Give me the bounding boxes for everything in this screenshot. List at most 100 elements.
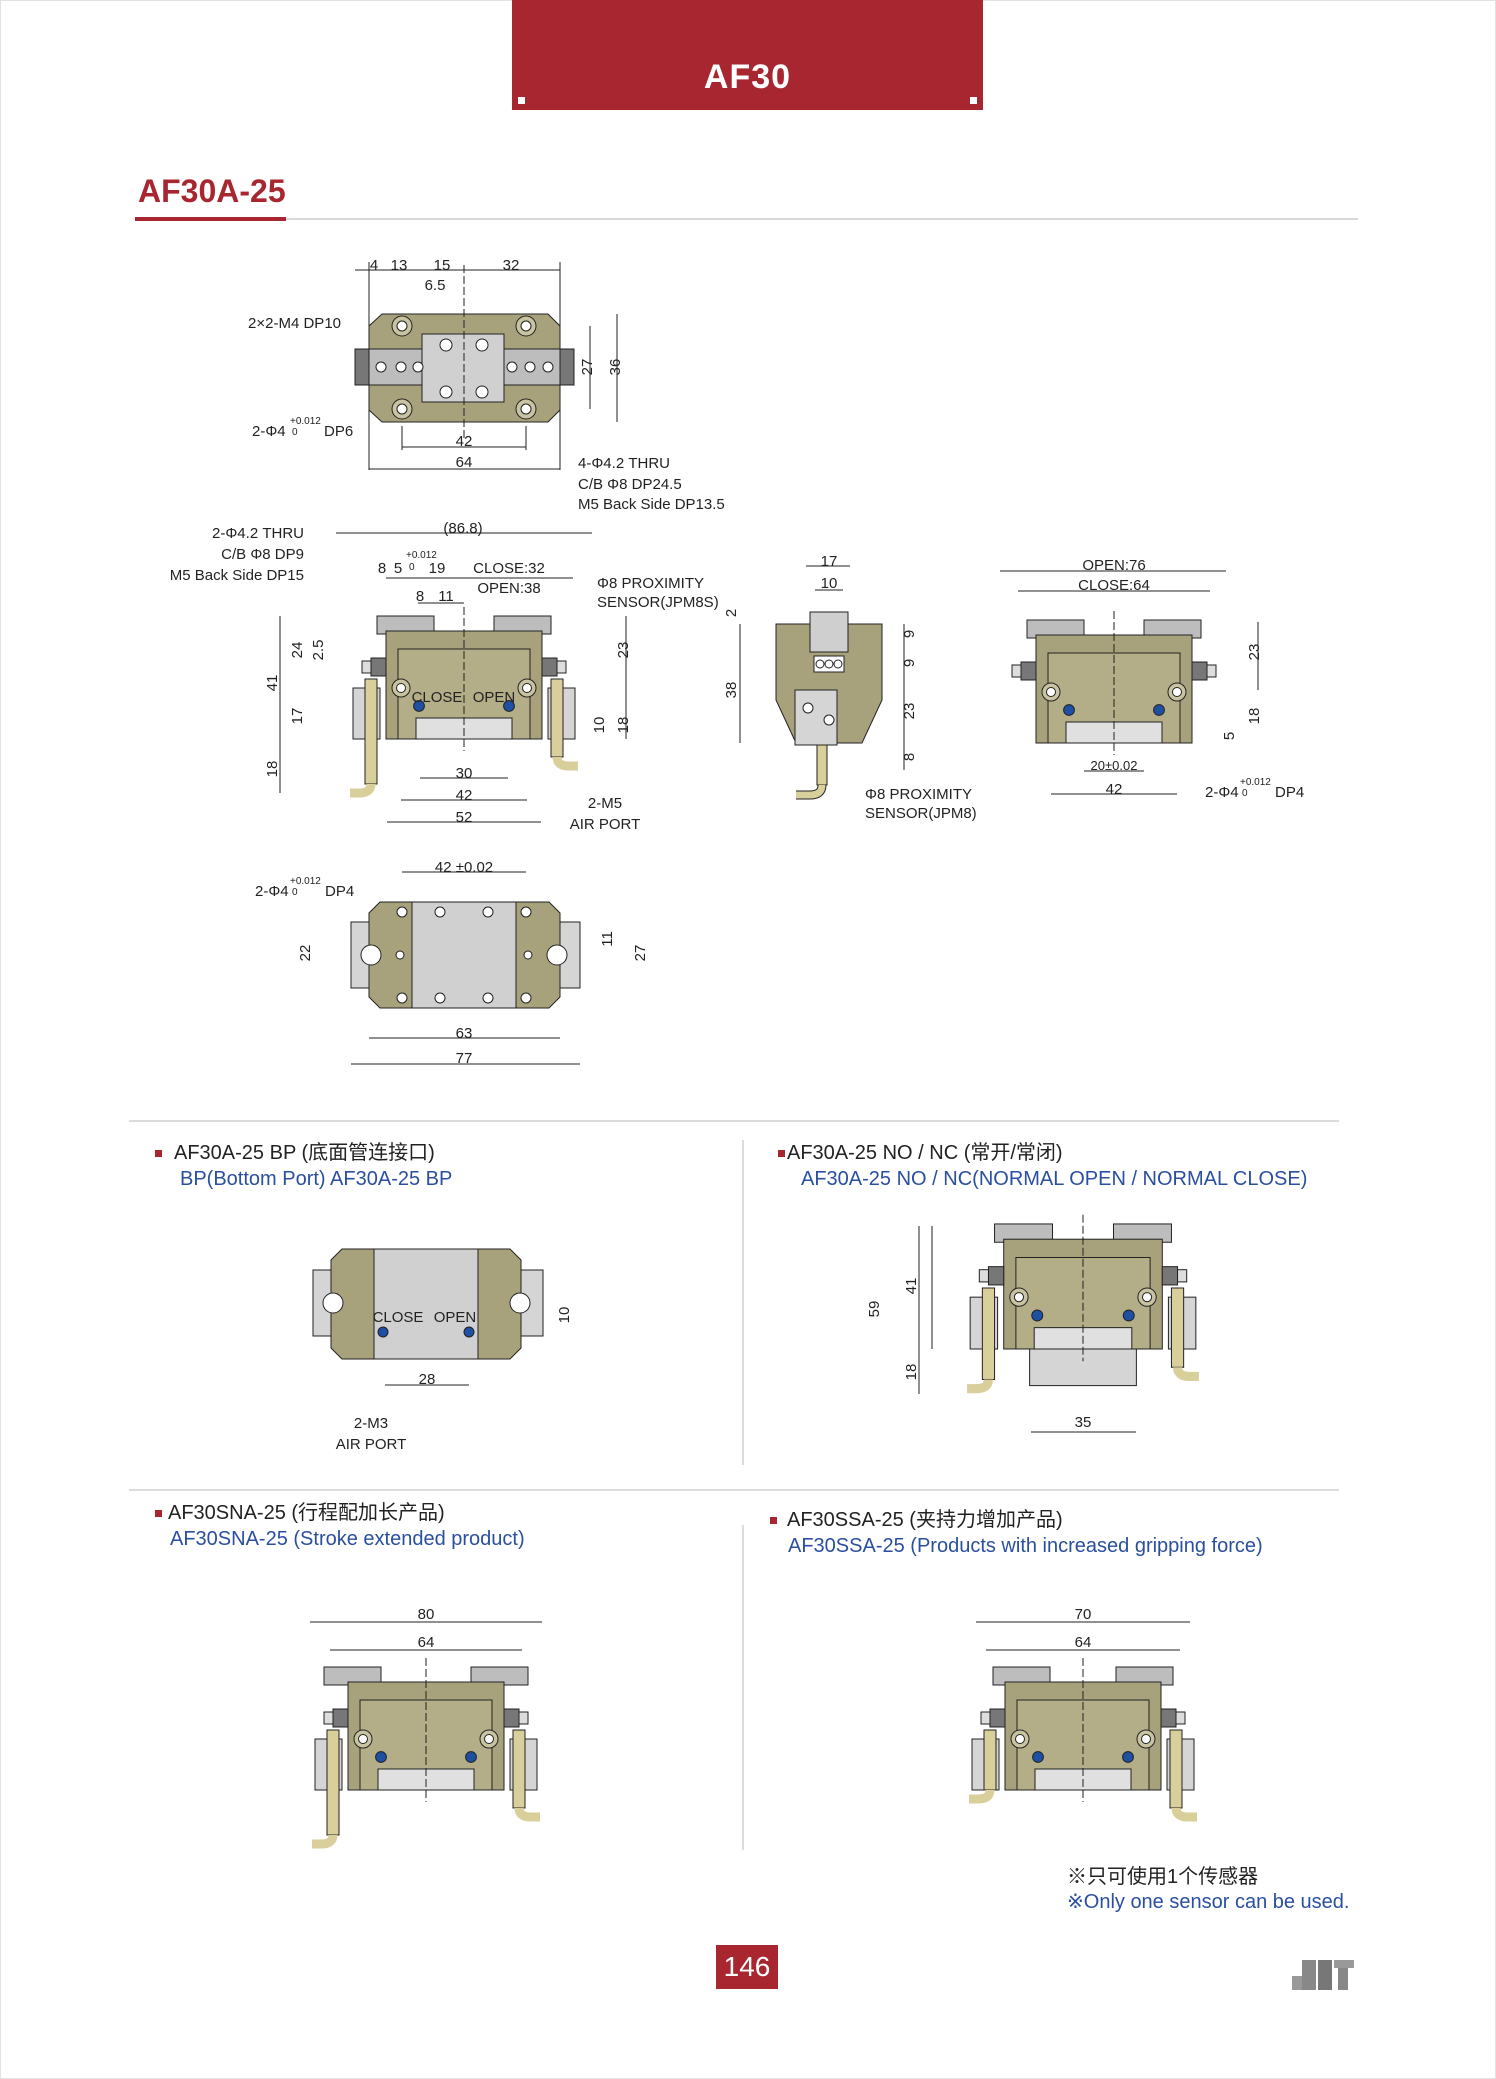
ssa-variant-drawing: 70 64 (969, 1606, 1197, 1822)
air-port (1063, 704, 1075, 716)
dim-label: 18 (615, 717, 632, 734)
brand-logo (1292, 1960, 1354, 1990)
bolt-head (323, 1711, 334, 1725)
callout-thru: M5 Back Side DP15 (170, 567, 304, 584)
mounting-hole-bore (396, 683, 406, 693)
sensor-cable-left (967, 1379, 994, 1394)
variant-heading-nonc: AF30A-25 NO / NC (常开/常闭) AF30A-25 NO / N… (778, 1140, 1307, 1192)
dim-label: 42 (1106, 781, 1123, 798)
sensor-cable-right (514, 1807, 540, 1822)
sensor-tube-left (981, 1287, 996, 1380)
dim-label: 9 (901, 659, 918, 667)
dim-label: (86.8) (443, 520, 482, 537)
dim-label: 42 (456, 787, 473, 804)
page-number: 146 (716, 1945, 778, 1989)
dim-label: 77 (456, 1050, 473, 1067)
bolt-head (361, 660, 372, 674)
dim-label: 23 (615, 642, 632, 659)
dim-label: 19 (429, 560, 446, 577)
callout-tolerance: +0.012 (1240, 777, 1271, 788)
dim-label: 18 (903, 1364, 920, 1381)
bolt-head (518, 1711, 529, 1725)
callout-tolerance: +0.012 (290, 876, 321, 887)
air-port-label: AIR PORT (336, 1436, 407, 1453)
callout-depth: DP4 (1275, 784, 1304, 801)
dim-label: 5 (1221, 732, 1238, 740)
mounting-hole-bore (484, 1734, 494, 1744)
dim-label: 17 (289, 708, 306, 725)
bolt-head (978, 1269, 989, 1283)
column-divider (742, 1525, 744, 1850)
air-port (1032, 1751, 1044, 1763)
header-title: AF30 (703, 58, 792, 96)
air-port-label: 2-M3 (354, 1415, 388, 1432)
dim-label: 28 (419, 1371, 436, 1388)
bolt-head (1175, 1711, 1186, 1725)
bp-variant-drawing: CLOSE OPEN 10 28 2-M3 AIR PORT (312, 1248, 573, 1453)
sensor-cable-left (312, 1834, 338, 1849)
port-label-open: OPEN (473, 689, 516, 706)
dim-label: 4 (370, 257, 378, 274)
bolt-head (556, 660, 567, 674)
dim-label: 35 (1075, 1414, 1092, 1431)
dim-label: 8 (378, 560, 386, 577)
header-corner-mark (518, 97, 525, 104)
sensor-cable-left (350, 783, 376, 798)
dim-label: 20±0.02 (1091, 758, 1138, 773)
bullet-icon (770, 1517, 777, 1525)
dim-tolerance: 0 (409, 562, 415, 573)
air-port-label: 2-M5 (588, 795, 622, 812)
sensor-note-en: ※Only one sensor can be used. (1067, 1891, 1350, 1913)
dim-label: 24 (289, 642, 306, 659)
side-bolt (989, 1708, 1006, 1728)
dim-label: 38 (723, 682, 740, 699)
variant-title-en: AF30SNA-25 (Stroke extended product) (170, 1528, 525, 1550)
variant-title-cn: AF30A-25 NO / NC (常开/常闭) (787, 1142, 1063, 1164)
sensor-tube-right (1170, 1287, 1185, 1368)
callout-thru: 4-Φ4.2 THRU (578, 455, 670, 472)
sensor-note-cn: ※只可使用1个传感器 (1067, 1866, 1259, 1888)
bolt-head (980, 1711, 991, 1725)
dim-label: 2 (723, 609, 740, 617)
dim-label: OPEN:38 (477, 580, 540, 597)
bullet-icon (155, 1510, 162, 1518)
callout-thru: C/B Φ8 DP24.5 (578, 476, 682, 493)
dim-label: 10 (556, 1307, 573, 1324)
air-port (465, 1751, 477, 1763)
side-bolt (541, 657, 558, 677)
sensor-tube-left (326, 1729, 340, 1836)
dim-label: 9 (901, 630, 918, 638)
bottom-plate-extension (1029, 1348, 1137, 1387)
sensor-tube-left (364, 678, 378, 785)
dim-label: CLOSE:32 (473, 560, 545, 577)
dim-label: 23 (1246, 644, 1263, 661)
column-divider (742, 1140, 744, 1465)
mounting-hole-bore (1015, 1734, 1025, 1744)
dim-label: 10 (821, 575, 838, 592)
dim-label: 30 (456, 765, 473, 782)
side-bolt (1161, 1266, 1179, 1286)
air-port (413, 700, 425, 712)
air-port (1122, 1751, 1134, 1763)
callout-thru: C/B Φ8 DP9 (221, 546, 304, 563)
callout-pin: 2-Φ4 (1205, 784, 1239, 801)
dim-label: 17 (821, 553, 838, 570)
mounting-hole-bore (522, 683, 532, 693)
callout-tolerance: 0 (292, 427, 298, 438)
variant-title-en: BP(Bottom Port) AF30A-25 BP (180, 1168, 453, 1190)
bolt-head (1011, 664, 1022, 678)
sensor-cable-left (969, 1789, 995, 1804)
title-rule (286, 218, 1358, 220)
dim-label: 64 (418, 1634, 435, 1651)
mounting-hole-bore (1141, 1292, 1153, 1303)
dim-label: CLOSE:64 (1078, 577, 1150, 594)
callout-tolerance: +0.012 (290, 416, 321, 427)
callout-pin: 2-Φ4 (252, 423, 286, 440)
callout-depth: DP4 (325, 883, 354, 900)
sna-variant-drawing: 80 64 (310, 1606, 542, 1849)
section-divider (129, 1489, 1339, 1491)
bottom-view-drawing: 42 ±0.02 22 11 27 63 77 2-Φ4 +0.012 0 DP… (255, 859, 649, 1067)
variant-title-en: AF30SSA-25 (Products with increased grip… (788, 1535, 1263, 1557)
dim-label: 64 (1075, 1634, 1092, 1651)
